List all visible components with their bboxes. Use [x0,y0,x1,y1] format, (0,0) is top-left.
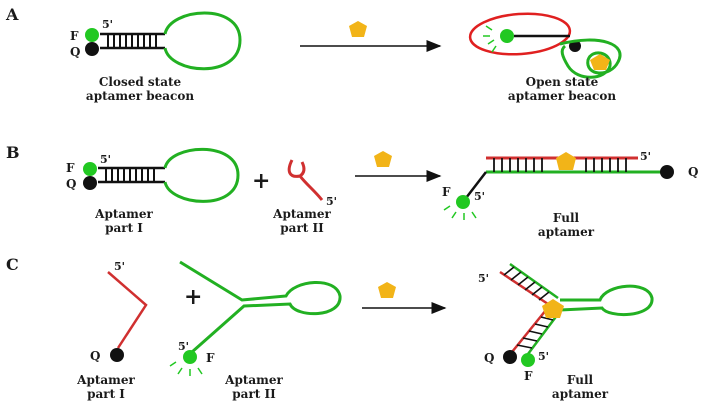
open-caption-line2: aptamer beacon [508,89,616,103]
closed-state-beacon: F Q 5' Closed state aptamer beacon [70,11,242,103]
c-result-5-prime-bottom: 5' [538,350,549,363]
c-label-q: Q [90,349,100,363]
open-caption-line1: Open state [526,75,599,89]
full-aptamer-c: 5' Q 5' F Full aptamer [478,262,654,401]
c-part1-caption-line1: Aptamer [76,373,135,387]
full-aptamer-b: 5' Q F 5' Full aptamer [442,150,698,239]
fluorophore-dot [85,28,99,42]
c-full-caption-line2: aptamer [552,387,609,401]
red-circle-annotation [468,12,572,56]
plus-sign: + [252,168,270,194]
c-full-caption-line1: Full [567,373,594,387]
aptamer-part-2: 5' Aptamer part II [272,159,337,235]
full-caption-line1: Full [553,211,580,225]
target-pentagon [378,282,396,298]
result-q: Q [688,165,698,179]
result-f: F [442,185,451,199]
full-caption-line2: aptamer [538,225,595,239]
panel-a-letter: A [5,5,19,24]
part2-5-prime: 5' [326,195,337,208]
c-result-5-prime-top: 5' [478,272,489,285]
panel-b: B F Q 5' Aptamer part I + 5' Aptame [6,143,698,239]
target-pentagon [349,21,367,37]
c-result-q: Q [484,351,494,365]
c-result-f: F [524,369,533,383]
label-5-prime: 5' [100,153,111,166]
quencher-dot [85,42,99,56]
closed-caption-line2: aptamer beacon [86,89,194,103]
closed-caption-line1: Closed state [99,75,182,89]
target-pentagon [374,151,392,167]
aptamer-part-1: F Q 5' Aptamer part I [66,147,240,235]
c-part2-caption-line2: part II [232,387,276,401]
part2-caption-line1: Aptamer [272,207,331,221]
label-f: F [66,161,75,175]
aptamer-part-2-c: 5' F Aptamer part II [169,260,342,401]
part1-caption-line2: part I [105,221,143,235]
c-part1-caption-line2: part I [87,387,125,401]
label-f: F [70,29,79,43]
panel-a: A F Q 5' Closed state aptamer beacon [5,5,622,103]
plus-sign: + [184,284,202,310]
c-5-prime-mid: 5' [178,340,189,353]
c-part2-caption-line1: Aptamer [224,373,283,387]
part1-caption-line1: Aptamer [94,207,153,221]
open-state-beacon: Open state aptamer beacon [468,12,622,103]
c-5-prime-left: 5' [114,260,125,273]
result-5-prime-top: 5' [640,150,651,163]
aptamer-part-1-c: 5' Q Aptamer part I [76,260,148,401]
label-q: Q [70,45,80,59]
panel-c: C 5' Q Aptamer part I + 5' F Aptamer par… [6,255,654,401]
panel-c-letter: C [6,255,19,274]
label-q: Q [66,177,76,191]
result-5-prime-bottom: 5' [474,190,485,203]
c-label-f: F [206,351,215,365]
part2-caption-line2: part II [280,221,324,235]
label-5-prime: 5' [102,18,113,31]
panel-b-letter: B [6,143,20,162]
